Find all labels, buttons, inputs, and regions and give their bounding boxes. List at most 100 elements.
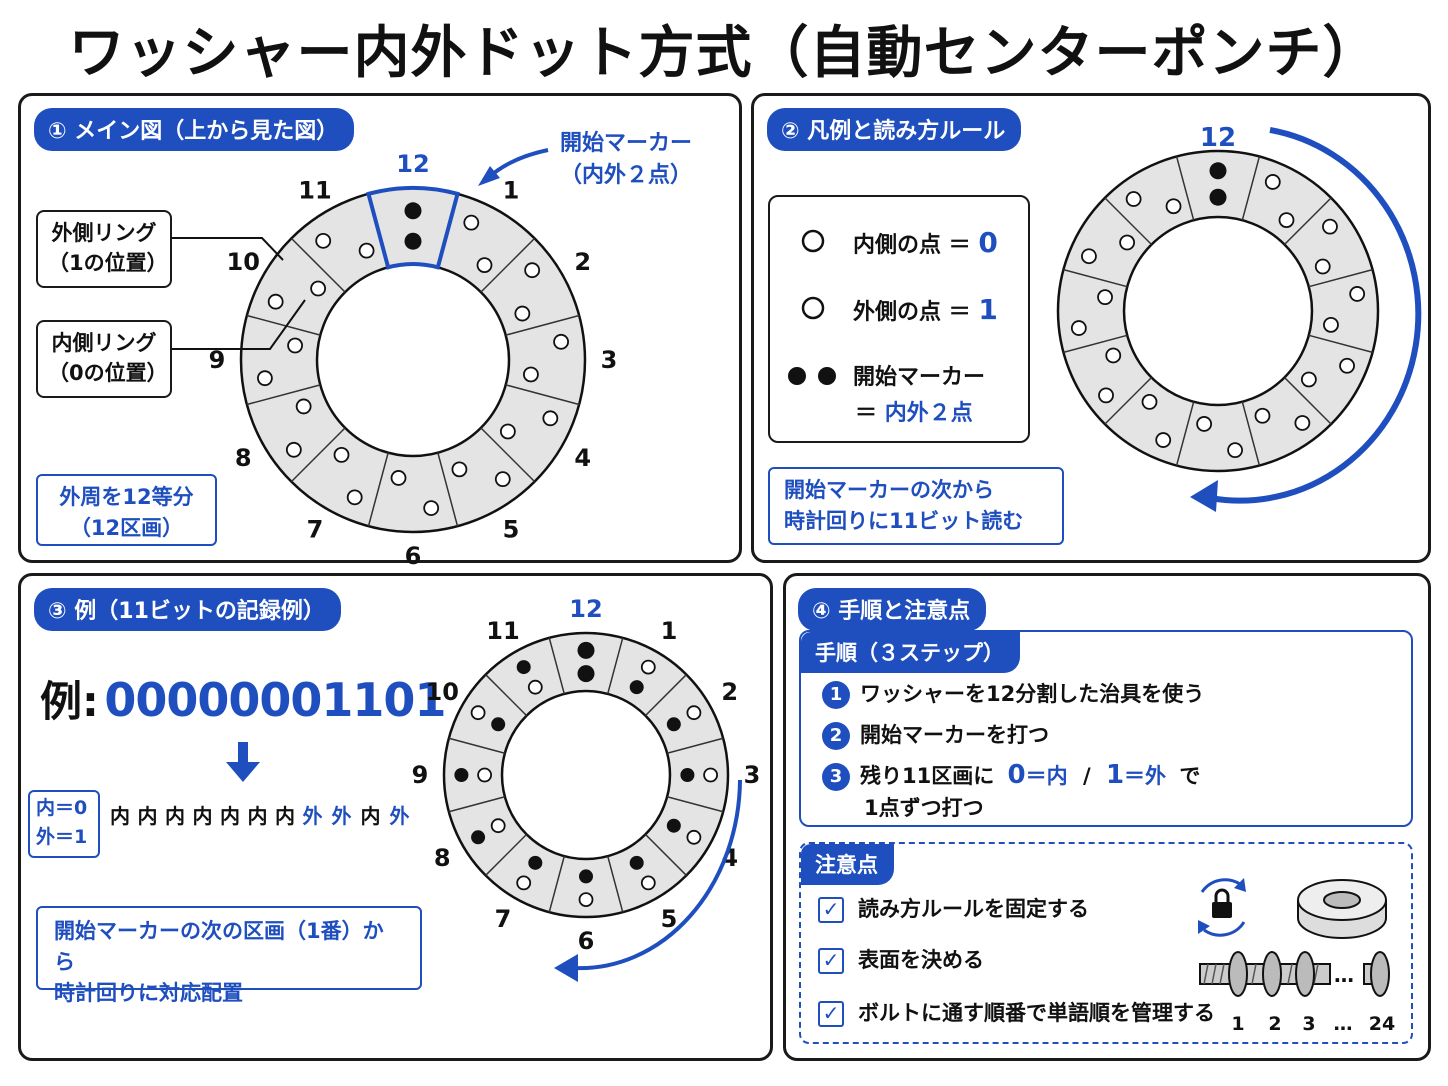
punched-dot [491,717,506,732]
caution-2: ✓表面を決める [818,944,984,974]
position-label-4: 4 [721,844,738,872]
inner-position-dot [451,461,468,478]
legend-outer-label: 外側の点 ＝ [853,300,971,325]
outer-position-dot [285,441,302,458]
legend-marker-dot-icon-2 [818,367,836,385]
step-3-eq-1: ＝外 [1124,764,1167,788]
inner-position-dot [1196,416,1213,432]
step-1-text: ワッシャーを12分割した治具を使う [860,682,1205,706]
sector-divider [485,674,528,717]
position-label-10: 10 [426,678,459,706]
bit-word-10: 内 [360,804,383,828]
panel1-note-line2: （12区画） [69,516,184,540]
bit-word-row: 内内内内内内内外外内外 [110,800,419,829]
empty-dot [477,767,493,783]
bit-word-1: 内 [110,804,132,828]
legend-marker-dot-icon-1 [788,367,806,385]
sector-divider [666,796,724,813]
washer-number-1: 1 [1231,1013,1244,1035]
inner-position-dot [295,398,312,415]
outer-ring-leader [172,237,284,261]
cautions-box [799,842,1413,1044]
panel1-header: ① メイン図（上から見た図） [34,108,355,151]
panel4-header: ④ 手順と注意点 [798,588,987,631]
position-label-6: 6 [578,927,595,955]
washer-hole [1122,215,1314,407]
punched-dot [471,830,486,845]
washer-number-4: … [1334,1013,1353,1035]
inner-position-dot [1278,212,1295,229]
sector-divider [290,427,346,483]
bit-word-9: 外 [331,804,354,828]
start-marker-label-line1: 開始マーカー [559,131,692,156]
sector-divider [1241,401,1261,466]
position-label-1: 1 [661,617,678,645]
sector-divider [1175,156,1195,221]
position-label-3: 3 [744,761,761,789]
outer-position-dot [1155,432,1172,448]
panel3-note-line1: 開始マーカーの次の区画（1番）から [54,919,384,974]
step-3-continued: 1点ずつ打つ [864,796,984,820]
rotation-lock-icon [1198,878,1246,937]
sector-divider [448,737,506,754]
sector-divider [485,833,528,876]
sector-divider [480,237,536,293]
reading-rule-line2: 時計回りに11ビット読む [784,509,1024,533]
inner-position-dot [310,280,327,297]
bit-key-outer: 外＝1 [36,826,88,848]
outer-position-dot [1098,387,1114,404]
legend-inner-dot-icon [801,229,825,253]
outer-position-dot [257,370,273,387]
washer-hole [500,689,672,861]
inner-position-dot [1119,234,1136,251]
outer-position-dot [542,410,559,427]
step-3-value-1: 1 [1105,760,1125,790]
outer-position-dot [463,214,480,231]
step-2-number: 2 [822,722,850,750]
sector-divider [505,314,580,336]
outer-position-dot [1070,320,1087,336]
reading-rule-line1: 開始マーカーの次から [784,478,994,502]
position-label-3: 3 [601,346,618,374]
sector-divider [1283,197,1332,246]
step-2-text: 開始マーカーを打つ [860,723,1049,747]
legend-outer-text: 外側の点 ＝ 1 [853,293,998,326]
outer-position-dot [346,489,363,506]
washer-illustration [1297,879,1387,939]
inner-position-dot [287,337,303,354]
legend-marker-eq: ＝ [855,401,878,426]
step-3-eq-0: ＝内 [1025,764,1068,788]
step-3-text-a: 残り11区画に [860,764,995,788]
position-label-8: 8 [434,844,451,872]
sector-divider [437,452,459,527]
start-marker-outer-dot [404,202,422,220]
sector-divider [607,855,624,913]
washer-number-2: 2 [1268,1013,1281,1035]
inner-position-dot [476,257,493,274]
caution-2-text: 表面を決める [858,948,984,972]
example-code: 例: 00000001101 [40,668,446,729]
start-marker-outer-dot [577,641,595,659]
clockwise-arrow [1209,127,1422,504]
inner-ring-label-line1: 内側リング [51,331,157,355]
legend-marker-label: 開始マーカー [853,365,986,390]
sector-divider [480,427,536,483]
position-label-8: 8 [235,444,252,472]
start-marker-inner-dot [1209,188,1227,206]
steps-header: 手順（３ステップ） [801,632,1020,673]
sector-divider [607,637,624,695]
start-marker-label: 開始マーカー （内外２点） [552,128,700,192]
position-label-1: 1 [503,176,520,204]
sector-divider [1283,376,1332,425]
start-marker-label-line2: （内外２点） [559,163,692,188]
legend-outer-dot-icon [801,296,825,320]
bit-word-6: 内 [247,804,270,828]
inner-ring-leader [172,299,306,350]
panel3-note: 開始マーカーの次の区画（1番）から 時計回りに対応配置 [36,906,422,1005]
caution-3-text: ボルトに通す順番で単語順を管理する [858,1001,1215,1025]
sector-divider [1104,376,1153,425]
